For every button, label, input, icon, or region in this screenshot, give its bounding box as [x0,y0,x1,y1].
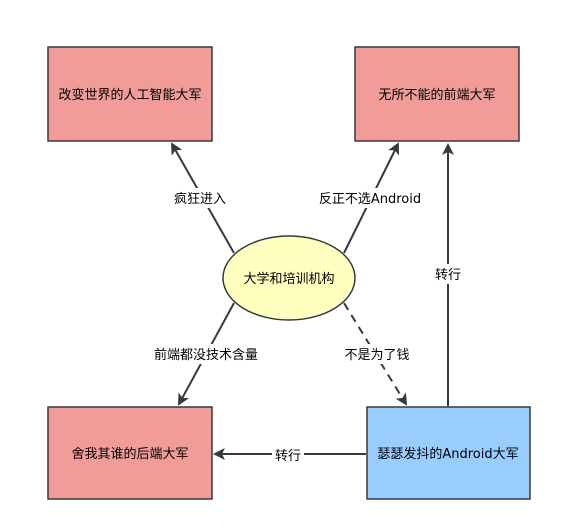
node-university: 大学和培训机构 [222,235,356,321]
node-frontend-army: 无所不能的前端大军 [354,46,520,142]
node-backend-army-label: 舍我其谁的后端大军 [71,446,188,462]
node-backend-army: 舍我其谁的后端大军 [47,406,213,500]
svg-text:疯狂进入: 疯狂进入 [174,191,226,207]
edge-label-not-android: 反正不选Android [316,188,424,208]
svg-text:转行: 转行 [435,268,461,283]
node-university-label: 大学和培训机构 [243,271,334,287]
edge-label-transfer-right: 转行 [432,264,464,284]
node-android-army: 瑟瑟发抖的Android大军 [366,406,531,500]
edge-label-crazy-enter: 疯狂进入 [170,188,230,208]
node-android-army-label: 瑟瑟发抖的Android大军 [377,446,518,462]
node-frontend-army-label: 无所不能的前端大军 [378,87,495,103]
svg-text:不是为了钱: 不是为了钱 [344,348,409,363]
edge-label-transfer-left: 转行 [272,445,304,465]
edge-label-not-for-money: 不是为了钱 [340,344,414,364]
node-ai-army-label: 改变世界的人工智能大军 [58,87,201,103]
svg-text:前端都没技术含量: 前端都没技术含量 [154,347,258,363]
node-ai-army: 改变世界的人工智能大军 [47,46,213,142]
edge-label-frontend-no-tech: 前端都没技术含量 [150,344,262,364]
svg-text:转行: 转行 [275,449,301,464]
svg-text:反正不选Android: 反正不选Android [319,192,421,207]
